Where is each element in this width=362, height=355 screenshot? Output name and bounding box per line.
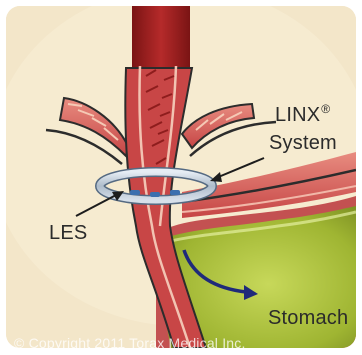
copyright-watermark: © Copyright 2011 Torax Medical Inc.: [14, 335, 246, 348]
registered-mark: ®: [321, 102, 330, 116]
linx-label: LINX®: [275, 103, 330, 125]
stomach-label: Stomach: [268, 308, 348, 328]
system-label: System: [269, 133, 337, 153]
les-label: LES: [49, 223, 87, 243]
anatomy-illustration: [6, 6, 356, 348]
illustration-stage: LINX® System LES Stomach © Copyright 201…: [6, 6, 356, 348]
